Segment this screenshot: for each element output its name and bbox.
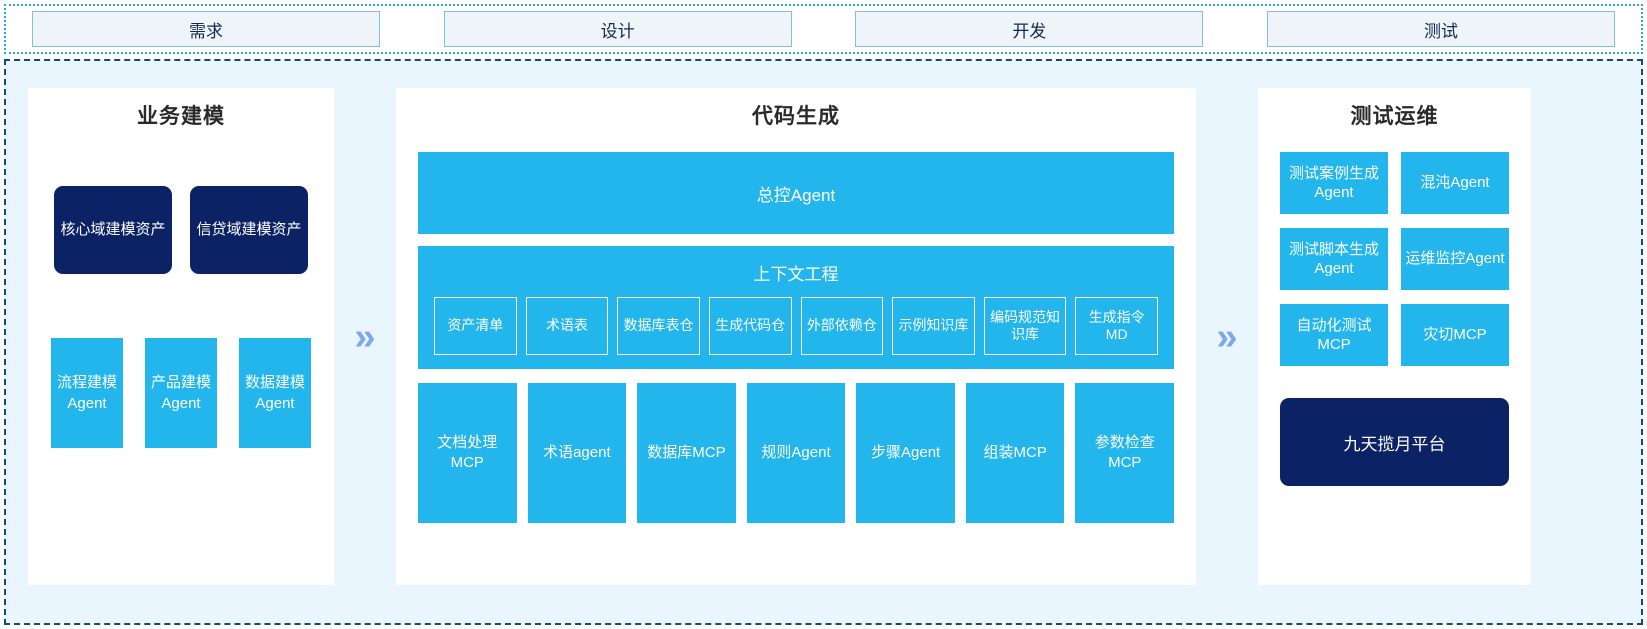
agent-card-label: 数据建模Agent <box>244 374 305 412</box>
phase-box-requirements[interactable]: 需求 <box>32 11 380 47</box>
panel-test-operations: 测试运维 测试案例生成Agent 混沌Agent 测试脚本生成Agent 运维监… <box>1258 88 1531 585</box>
tool-card-document-processing-mcp[interactable]: 文档处理MCP <box>418 383 517 523</box>
test-card-ops-monitoring-agent[interactable]: 运维监控Agent <box>1401 228 1509 290</box>
business-agent-row: 流程建模Agent 产品建模Agent 数据建模Agent <box>28 338 334 448</box>
agent-card-label: 流程建模Agent <box>56 374 117 412</box>
tool-card-label: 文档处理MCP <box>437 433 498 471</box>
platform-card-jiutian-lanyue[interactable]: 九天揽月平台 <box>1280 398 1509 486</box>
test-card-label: 测试案例生成Agent <box>1288 164 1379 202</box>
test-card-automated-testing-mcp[interactable]: 自动化测试MCP <box>1280 304 1388 366</box>
tool-card-assembly-mcp[interactable]: 组装MCP <box>965 383 1065 523</box>
tool-card-parameter-check-mcp[interactable]: 参数检查MCP <box>1075 383 1175 523</box>
phase-label: 需求 <box>189 21 223 41</box>
context-chip-glossary[interactable]: 术语表 <box>525 297 609 355</box>
agent-card-label: 产品建模Agent <box>150 374 211 412</box>
chevron-right-icon-1: » <box>354 315 376 358</box>
master-agent-block[interactable]: 总控Agent <box>418 152 1174 234</box>
context-chip-row: 资产清单 术语表 数据库表仓 生成代码仓 外部依赖仓 示例知 <box>428 297 1164 355</box>
context-engineering-block: 上下文工程 资产清单 术语表 数据库表仓 生成代码仓 外部依赖仓 <box>418 246 1174 369</box>
test-card-label: 测试脚本生成Agent <box>1288 240 1379 278</box>
context-chip-generated-code-repo[interactable]: 生成代码仓 <box>708 297 792 355</box>
test-card-label: 自动化测试MCP <box>1296 316 1372 354</box>
context-chip-generation-instruction-md[interactable]: 生成指令MD <box>1075 297 1158 355</box>
context-chip-coding-standard-knowledge-base[interactable]: 编码规范知识库 <box>983 297 1067 355</box>
context-chip-label: 数据库表仓 <box>623 317 694 334</box>
context-engineering-title: 上下文工程 <box>753 265 839 284</box>
context-chip-external-dependency-repo[interactable]: 外部依赖仓 <box>800 297 884 355</box>
panel-code-generation: 代码生成 总控Agent 上下文工程 资产清单 术语表 数据库表仓 <box>396 88 1196 585</box>
phase-label: 开发 <box>1012 21 1047 41</box>
architecture-diagram: 业务建模 核心域建模资产 信贷域建模资产 流程建模Agent 产品建模Agent… <box>4 59 1643 625</box>
panel-title-test-operations: 测试运维 <box>1350 105 1439 128</box>
agent-card-data-modeling[interactable]: 数据建模Agent <box>239 338 311 448</box>
test-card-label: 灾切MCP <box>1423 326 1487 344</box>
platform-card-label: 九天揽月平台 <box>1343 434 1446 454</box>
phase-box-development[interactable]: 开发 <box>855 11 1204 47</box>
panel-title-code-generation: 代码生成 <box>752 105 840 128</box>
panel-business-modeling: 业务建模 核心域建模资产 信贷域建模资产 流程建模Agent 产品建模Agent… <box>28 88 334 585</box>
tool-card-label: 参数检查MCP <box>1094 433 1155 471</box>
test-card-test-script-generation-agent[interactable]: 测试脚本生成Agent <box>1280 228 1388 290</box>
tool-card-label: 步骤Agent <box>871 443 941 461</box>
tool-card-label: 组装MCP <box>983 443 1047 461</box>
tool-card-step-agent[interactable]: 步骤Agent <box>856 383 955 523</box>
phase-box-testing[interactable]: 测试 <box>1266 11 1615 47</box>
agent-card-process-modeling[interactable]: 流程建模Agent <box>51 338 123 448</box>
master-agent-label: 总控Agent <box>756 185 836 205</box>
test-card-chaos-agent[interactable]: 混沌Agent <box>1401 152 1509 214</box>
tool-card-database-mcp[interactable]: 数据库MCP <box>637 383 736 523</box>
context-chip-label: 资产清单 <box>447 317 504 334</box>
context-chip-example-knowledge-base[interactable]: 示例知识库 <box>892 297 975 355</box>
agent-card-product-modeling[interactable]: 产品建模Agent <box>145 338 217 448</box>
asset-card-label: 信贷域建模资产 <box>196 220 302 238</box>
phase-label: 设计 <box>600 21 635 41</box>
tool-card-row: 文档处理MCP 术语agent 数据库MCP 规则Agent 步骤Agent 组… <box>418 383 1175 523</box>
test-card-disaster-recovery-mcp[interactable]: 灾切MCP <box>1401 304 1509 366</box>
tool-card-label: 术语agent <box>543 443 611 461</box>
tool-card-rule-agent[interactable]: 规则Agent <box>746 383 846 523</box>
tool-card-label: 规则Agent <box>761 443 831 461</box>
phase-box-design[interactable]: 设计 <box>443 11 792 47</box>
asset-card-credit-domain[interactable]: 信贷域建模资产 <box>190 186 308 274</box>
context-chip-label: 生成指令MD <box>1088 308 1145 343</box>
tool-card-label: 数据库MCP <box>647 443 726 461</box>
context-chip-label: 示例知识库 <box>898 317 969 334</box>
context-chip-label: 外部依赖仓 <box>806 317 877 334</box>
chevron-right-icon-2: » <box>1216 315 1238 358</box>
asset-card-core-domain[interactable]: 核心域建模资产 <box>54 186 172 274</box>
tool-card-glossary-agent[interactable]: 术语agent <box>527 383 627 523</box>
test-card-label: 运维监控Agent <box>1405 250 1505 268</box>
business-asset-row: 核心域建模资产 信贷域建模资产 <box>28 186 334 274</box>
stage-row: 业务建模 核心域建模资产 信贷域建模资产 流程建模Agent 产品建模Agent… <box>6 61 1641 623</box>
phase-strip: 需求 设计 开发 测试 <box>4 4 1643 54</box>
test-card-label: 混沌Agent <box>1420 174 1490 192</box>
context-chip-asset-inventory[interactable]: 资产清单 <box>434 297 517 355</box>
asset-card-label: 核心域建模资产 <box>60 220 166 238</box>
test-ops-card-grid: 测试案例生成Agent 混沌Agent 测试脚本生成Agent 运维监控Agen… <box>1258 152 1531 366</box>
context-chip-label: 编码规范知识库 <box>990 308 1061 343</box>
phase-label: 测试 <box>1423 21 1458 41</box>
context-chip-label: 术语表 <box>545 317 588 334</box>
panel-title-business-modeling: 业务建模 <box>137 105 225 128</box>
context-chip-label: 生成代码仓 <box>715 317 786 334</box>
context-chip-db-table-repo[interactable]: 数据库表仓 <box>617 297 700 355</box>
test-card-test-case-generation-agent[interactable]: 测试案例生成Agent <box>1280 152 1388 214</box>
